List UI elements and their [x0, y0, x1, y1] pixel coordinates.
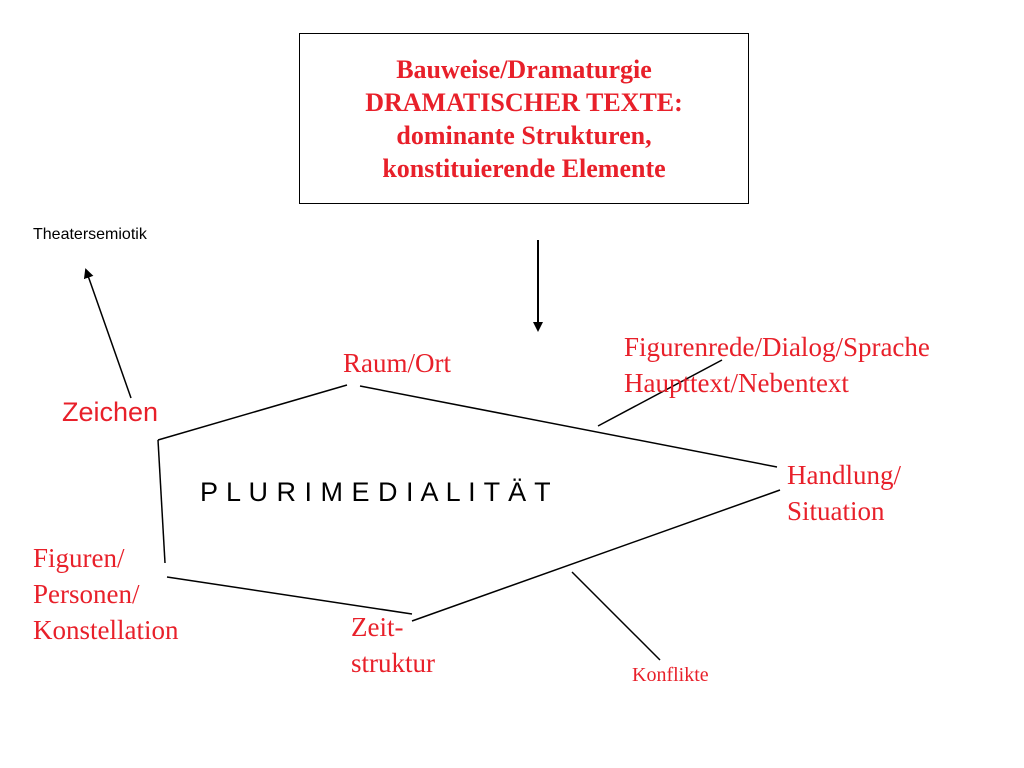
edge-zeit-to-figuren: [166, 576, 413, 615]
edge-raum-to-handlung: [359, 385, 778, 468]
edge-handlung-to-zeit: [411, 489, 781, 622]
label-figurenrede: Figurenrede/Dialog/Sprache Haupttext/Neb…: [624, 329, 930, 401]
edge-zeichen-to-raum: [157, 384, 348, 441]
connector-konflikte: [571, 571, 661, 661]
label-figuren-line-3: Konstellation: [33, 615, 179, 645]
title-line-4: konstituierende Elemente: [382, 153, 666, 183]
label-figurenrede-line-2: Haupttext/Nebentext: [624, 368, 849, 398]
arrow-zeichen-to-theatersemiotik: [83, 268, 132, 399]
label-figuren-line-2: Personen/: [33, 579, 140, 609]
title-line-2: DRAMATISCHER TEXTE:: [365, 87, 683, 117]
label-zeit-line-2: struktur: [351, 648, 435, 678]
label-raum-ort: Raum/Ort: [343, 348, 451, 378]
label-figuren: Figuren/ Personen/ Konstellation: [33, 540, 178, 648]
label-handlung: Handlung/ Situation: [787, 457, 901, 529]
label-plurimedialitaet: P L U R I M E D I A L I T Ä T: [200, 477, 552, 507]
connector-figurenrede: [597, 359, 723, 427]
title-line-1: Bauweise/Dramaturgie: [396, 54, 652, 84]
label-figuren-line-1: Figuren/: [33, 543, 125, 573]
label-zeichen: Zeichen: [62, 397, 159, 427]
label-zeit-line-1: Zeit-: [351, 612, 404, 642]
label-handlung-line-1: Handlung/: [787, 460, 901, 490]
label-konflikte: Konflikte: [632, 664, 709, 686]
title-box: Bauweise/Dramaturgie DRAMATISCHER TEXTE:…: [299, 33, 749, 204]
title-line-3: dominante Strukturen,: [396, 120, 652, 150]
label-handlung-line-2: Situation: [787, 496, 885, 526]
label-zeitstruktur: Zeit- struktur: [351, 609, 435, 681]
label-theatersemiotik: Theatersemiotik: [33, 226, 147, 243]
label-figurenrede-line-1: Figurenrede/Dialog/Sprache: [624, 332, 930, 362]
edge-figuren-to-zeichen: [157, 439, 166, 564]
